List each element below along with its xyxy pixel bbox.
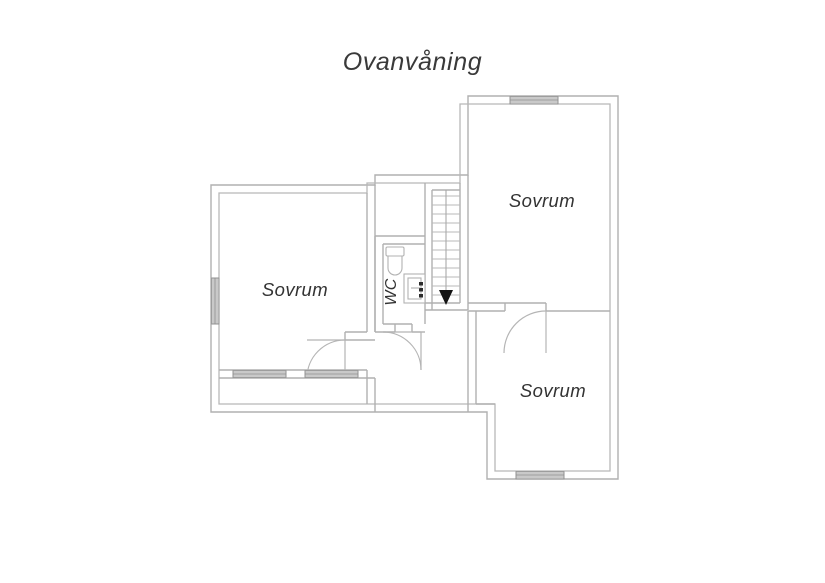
partition-left-bedroom-east bbox=[344, 185, 376, 341]
window-south-a bbox=[232, 370, 287, 378]
room-label-bedroom-left: Sovrum bbox=[262, 279, 328, 300]
door-bedroom-right bbox=[503, 310, 547, 354]
washbasin-fixture bbox=[403, 273, 426, 304]
page-title: Ovanvåning bbox=[342, 48, 483, 76]
door-wc bbox=[382, 331, 422, 371]
staircase bbox=[432, 190, 460, 305]
window-west bbox=[211, 277, 220, 325]
exterior-wall-inner bbox=[218, 103, 611, 472]
window-south-b bbox=[304, 370, 359, 378]
room-label-bedroom-top-right: Sovrum bbox=[509, 190, 575, 211]
room-label-wc: WC bbox=[383, 278, 400, 305]
toilet-fixture bbox=[385, 246, 405, 276]
room-label-bedroom-bottom-right: Sovrum bbox=[520, 380, 586, 401]
window-south-east bbox=[515, 471, 565, 480]
partition-hall-west bbox=[366, 378, 376, 412]
partition-left-bedroom-south bbox=[219, 369, 375, 379]
exterior-wall-outer bbox=[210, 95, 619, 480]
stair-direction-arrow bbox=[439, 290, 453, 305]
partition-hall-southeast bbox=[467, 311, 495, 412]
stair-shaft-walls bbox=[424, 175, 469, 311]
window-north-east bbox=[509, 96, 559, 105]
partition-right-bedrooms bbox=[468, 302, 610, 312]
